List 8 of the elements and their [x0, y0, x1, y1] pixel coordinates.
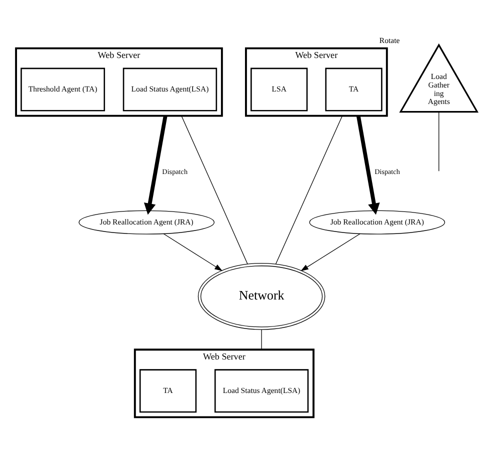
connector — [181, 115, 248, 264]
arrow — [163, 232, 222, 271]
connector — [438, 110, 440, 171]
connector — [261, 328, 262, 350]
arrow — [144, 115, 168, 214]
arrow — [300, 232, 360, 271]
arrow — [356, 115, 380, 214]
connector — [275, 115, 343, 264]
